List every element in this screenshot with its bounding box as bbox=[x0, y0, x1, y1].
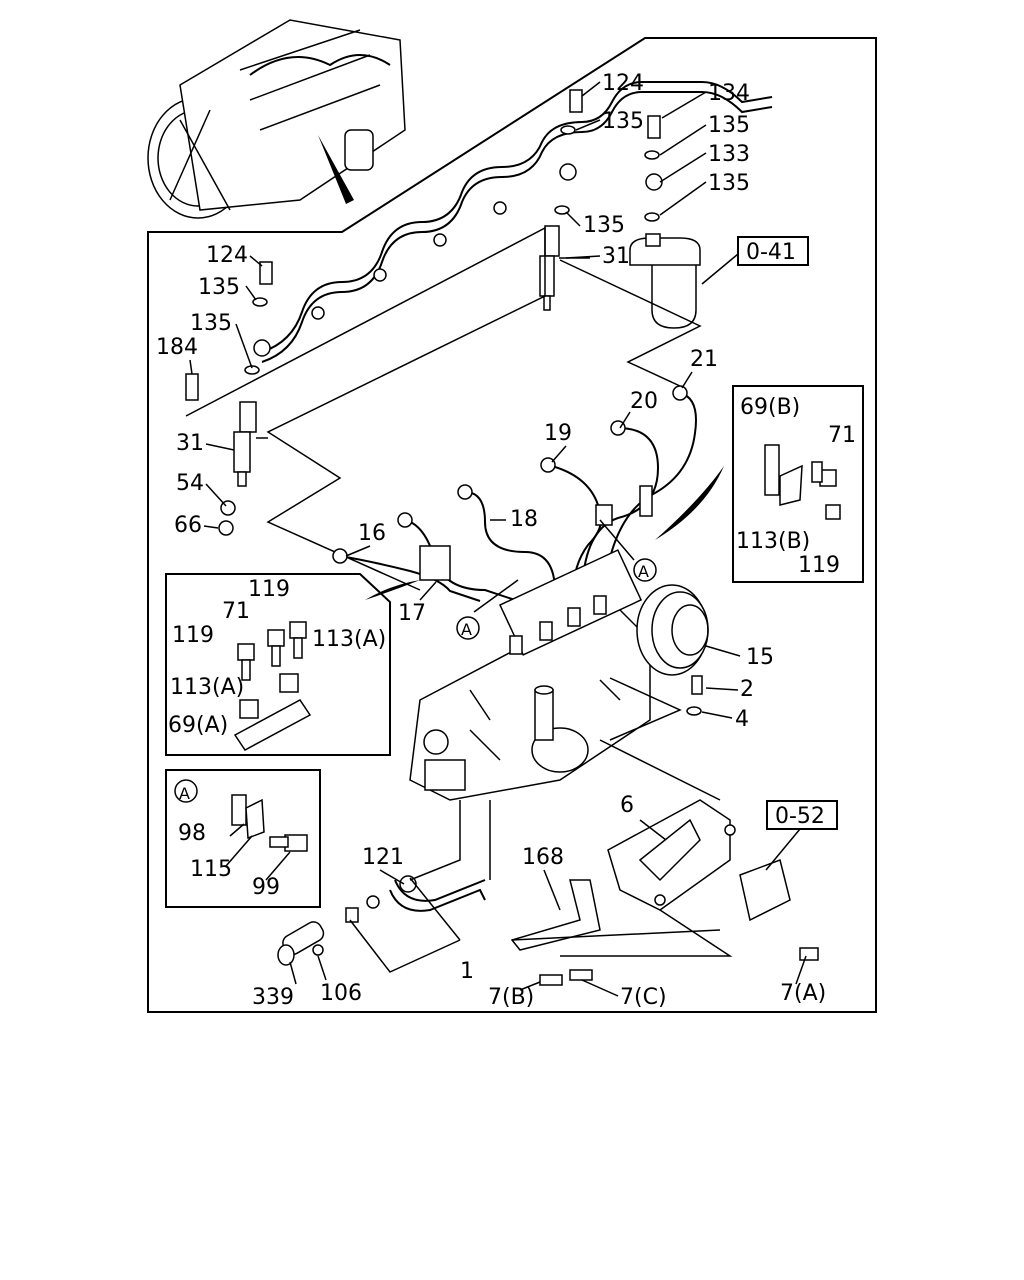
fuel-feed-pipe bbox=[345, 800, 491, 973]
callout-7b: 7(B) bbox=[488, 985, 534, 1010]
callout-69a: 69(A) bbox=[168, 713, 228, 738]
inset-left-parts bbox=[233, 621, 312, 751]
callout-106: 106 bbox=[320, 981, 362, 1006]
marker-a-2: A bbox=[461, 620, 472, 639]
leader-lines bbox=[189, 81, 807, 997]
callout-98: 98 bbox=[178, 821, 206, 846]
timer-coupling-illustration bbox=[609, 584, 709, 741]
callout-124-top: 124 bbox=[602, 71, 644, 96]
callout-17: 17 bbox=[398, 601, 426, 626]
fuel-filter-illustration bbox=[629, 233, 739, 329]
inset-left-frame bbox=[165, 573, 391, 756]
marker-a-circle-2 bbox=[456, 616, 480, 640]
inset-detail-a-parts bbox=[231, 794, 308, 852]
inset-right-frame bbox=[732, 385, 864, 583]
detail-a-marker: A bbox=[179, 784, 190, 803]
callout-7c: 7(C) bbox=[620, 985, 667, 1010]
callout-168: 168 bbox=[522, 845, 564, 870]
callout-71-right: 71 bbox=[828, 423, 856, 448]
marker-a-circle-1 bbox=[633, 558, 657, 582]
ref-box-0-41: 0-41 bbox=[746, 240, 796, 265]
inset-detail-a-labels: A 98 115 99 bbox=[174, 779, 280, 900]
callout-119-inset-b: 119 bbox=[172, 623, 214, 648]
detail-a-marker-circle bbox=[174, 779, 198, 803]
callout-184: 184 bbox=[156, 335, 198, 360]
callout-113a-2: 113(A) bbox=[170, 675, 244, 700]
callout-20: 20 bbox=[630, 389, 658, 414]
ref-0-52-leader bbox=[765, 828, 801, 871]
pump-bracket-illustration bbox=[560, 739, 791, 957]
callout-6: 6 bbox=[620, 793, 634, 818]
leader-outline-upper bbox=[185, 226, 546, 591]
callout-66: 66 bbox=[174, 513, 202, 538]
leader-outline-right bbox=[559, 259, 702, 387]
callout-16: 16 bbox=[358, 521, 386, 546]
injection-pipes bbox=[332, 385, 724, 602]
callout-339: 339 bbox=[252, 985, 294, 1010]
callout-71-inset: 71 bbox=[222, 599, 250, 624]
ref-box-0-41-frame bbox=[737, 236, 809, 266]
callout-1: 1 bbox=[460, 959, 474, 984]
callout-135-left-1: 135 bbox=[198, 275, 240, 300]
callout-99: 99 bbox=[252, 875, 280, 900]
callout-135-mid: 135 bbox=[583, 213, 625, 238]
inset-right-labels: 69(B) 71 113(B) 119 bbox=[736, 395, 856, 578]
callout-119-inset-a: 119 bbox=[248, 577, 290, 602]
support-bracket-illustration bbox=[510, 879, 819, 986]
callout-135-right-1: 135 bbox=[708, 113, 750, 138]
callout-54: 54 bbox=[176, 471, 204, 496]
callout-19: 19 bbox=[544, 421, 572, 446]
injector-nozzle-left bbox=[218, 401, 268, 536]
inset-left-labels: 119 71 119 113(A) 113(A) 69(A) bbox=[168, 577, 386, 738]
callout-113a-1: 113(A) bbox=[312, 627, 386, 652]
inset-detail-a-frame bbox=[165, 769, 321, 908]
hose-clamp-illustration bbox=[277, 921, 325, 966]
callout-133: 133 bbox=[708, 142, 750, 167]
fuel-leak-off-pipe bbox=[253, 81, 773, 363]
callout-18: 18 bbox=[510, 507, 538, 532]
main-frame bbox=[147, 37, 877, 1013]
bolt-washer-parts bbox=[185, 89, 661, 401]
callout-2: 2 bbox=[740, 677, 754, 702]
callout-115: 115 bbox=[190, 857, 232, 882]
callout-135-right-2: 135 bbox=[708, 171, 750, 196]
callout-21: 21 bbox=[690, 347, 718, 372]
callout-7a: 7(A) bbox=[780, 981, 826, 1006]
callout-135-top: 135 bbox=[602, 109, 644, 134]
injection-pump-illustration bbox=[409, 549, 651, 801]
inset-right-parts bbox=[764, 444, 841, 520]
callout-31-top: 31 bbox=[602, 244, 630, 269]
callout-69b: 69(B) bbox=[740, 395, 800, 420]
callout-15: 15 bbox=[746, 645, 774, 670]
callout-135-left-2: 135 bbox=[190, 311, 232, 336]
callout-113b: 113(B) bbox=[736, 529, 810, 554]
callout-4: 4 bbox=[735, 707, 749, 732]
injector-nozzle-top bbox=[539, 225, 590, 311]
callout-121: 121 bbox=[362, 845, 404, 870]
callout-134: 134 bbox=[708, 81, 750, 106]
callout-119-right: 119 bbox=[798, 553, 840, 578]
marker-a-1: A bbox=[638, 562, 649, 581]
callout-124-left: 124 bbox=[206, 243, 248, 268]
callout-labels: 124 135 134 135 133 135 135 31 124 135 1… bbox=[156, 71, 826, 1010]
engine-overview-illustration bbox=[147, 19, 406, 219]
ref-box-0-52: 0-52 bbox=[775, 804, 825, 829]
ref-box-0-52-frame bbox=[766, 800, 838, 830]
callout-31-left: 31 bbox=[176, 431, 204, 456]
